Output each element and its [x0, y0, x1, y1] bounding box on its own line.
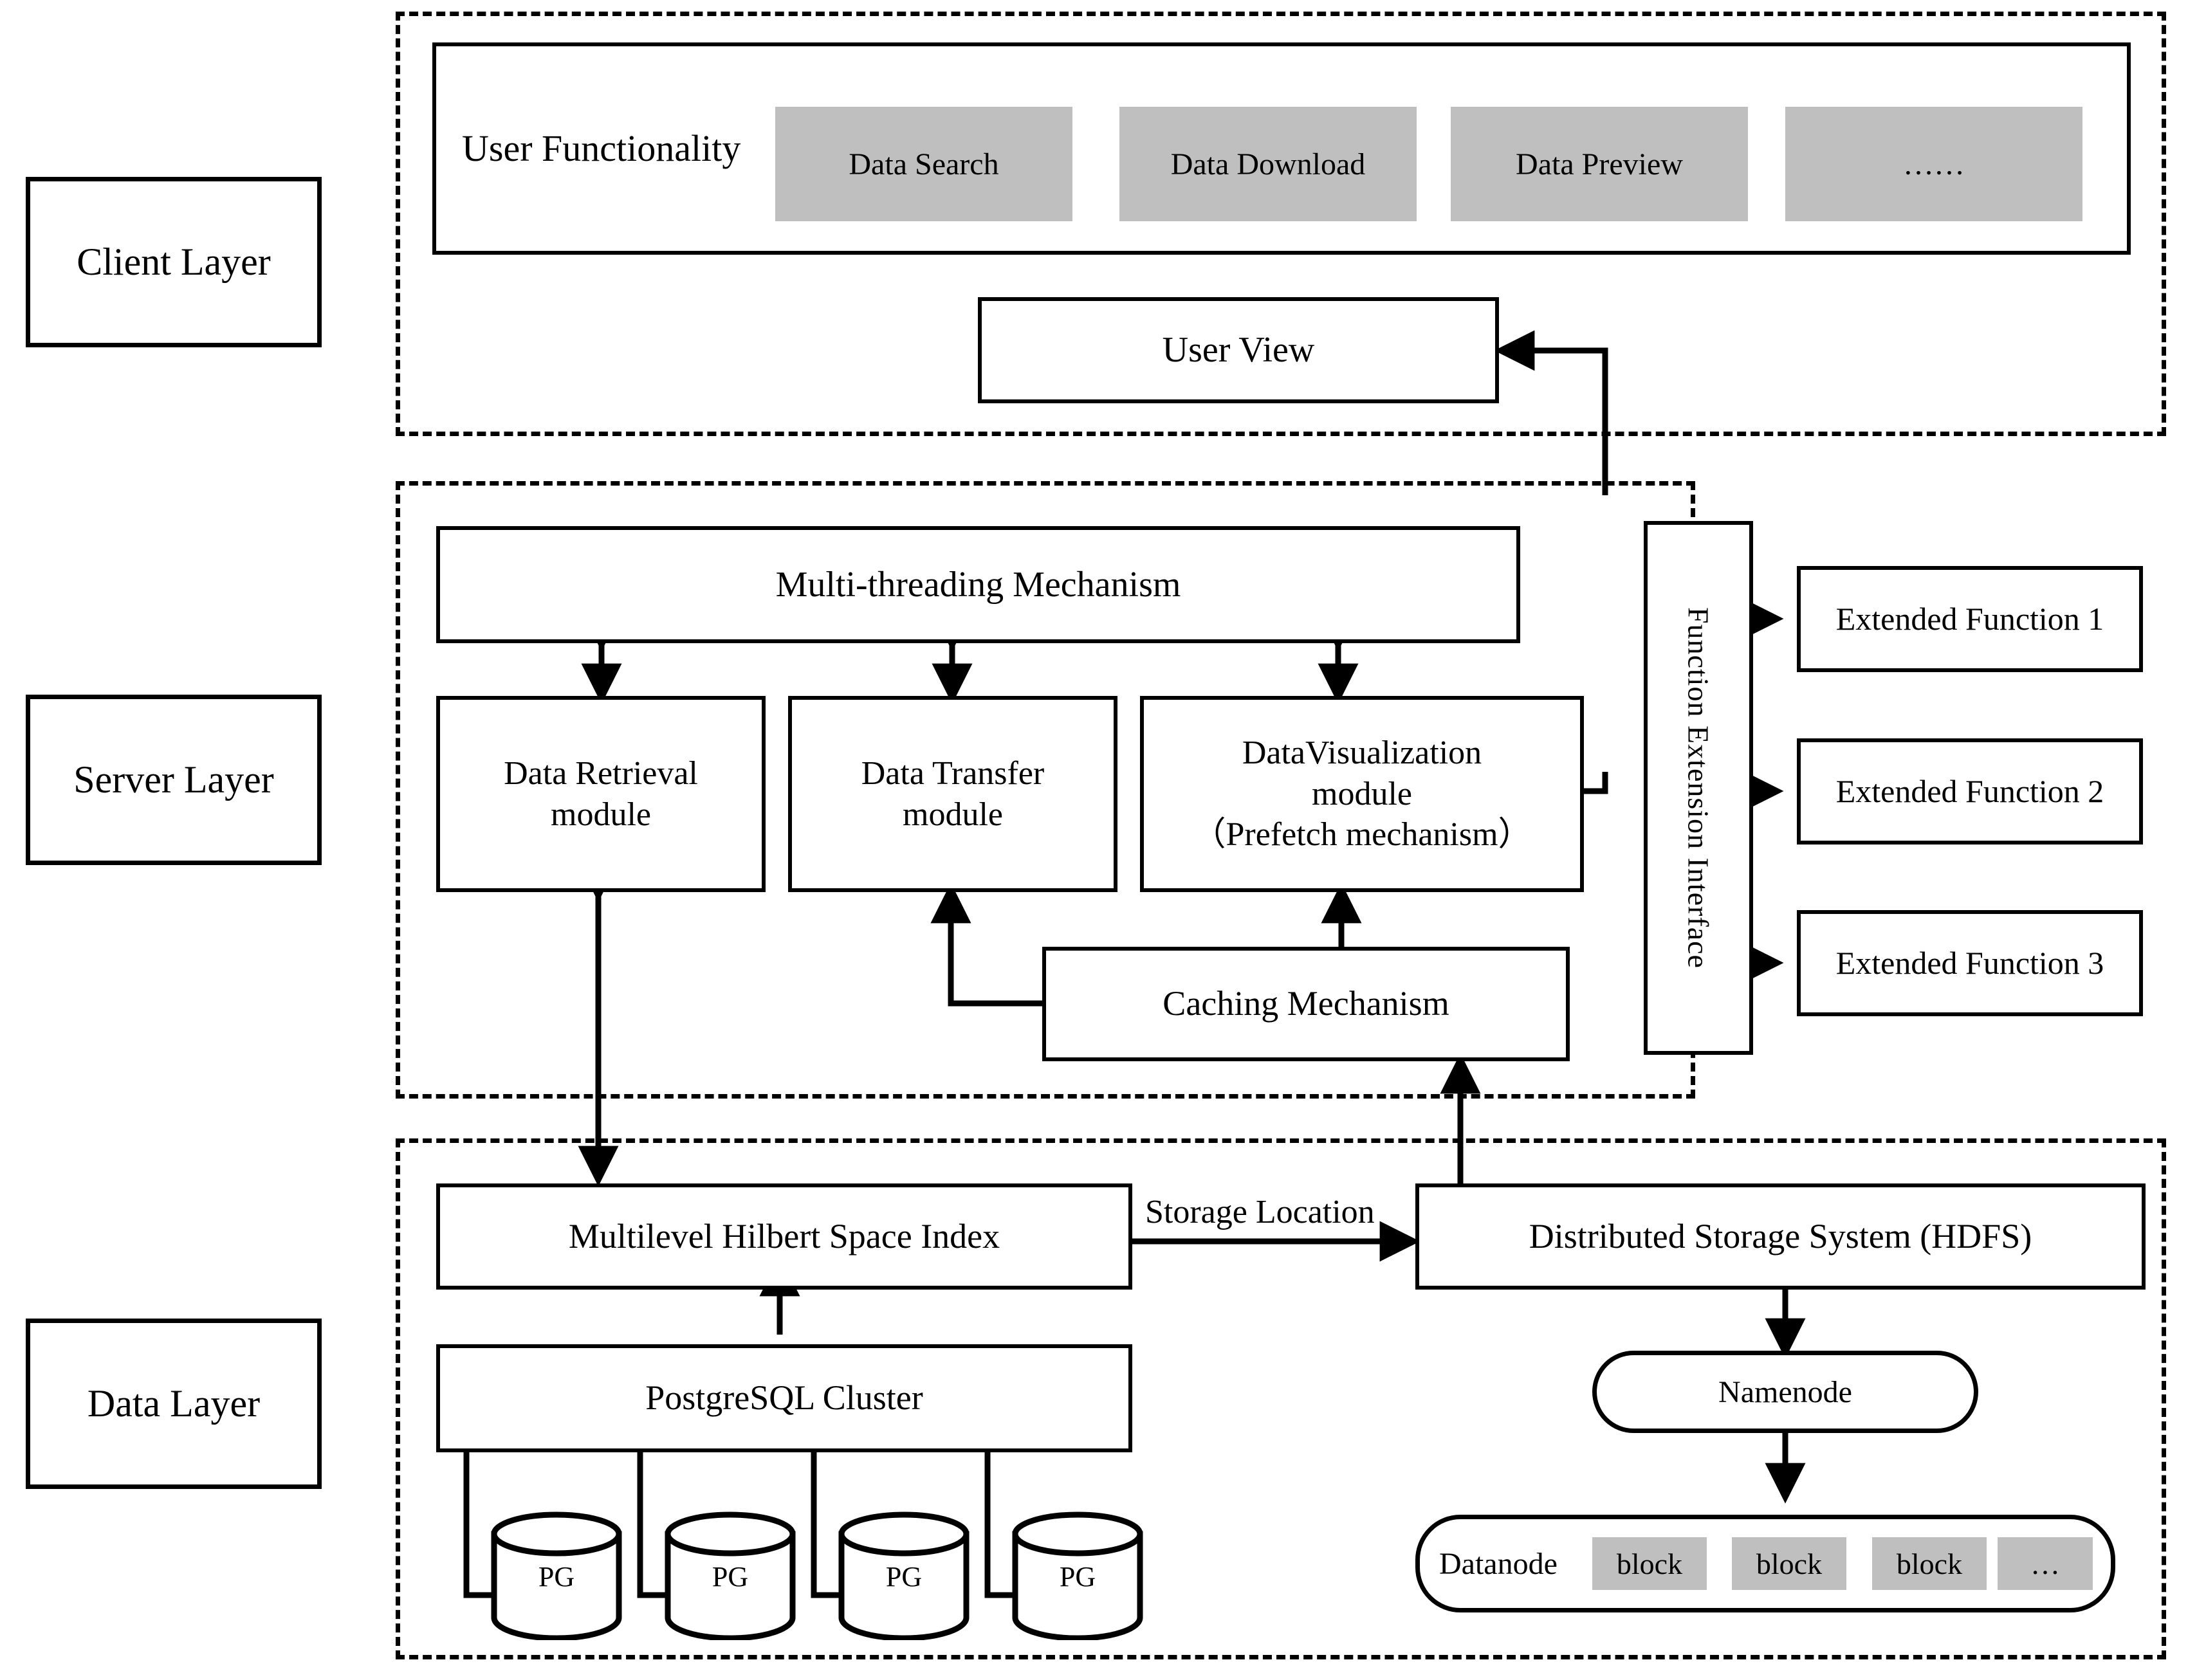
data-visualization-module-box: DataVisualization module （Prefetch mecha… — [1140, 696, 1584, 892]
data-layer-container — [396, 1138, 2166, 1659]
caching-mechanism-box: Caching Mechanism — [1042, 947, 1570, 1061]
pg-node-label: PG — [712, 1561, 749, 1593]
data-retrieval-module-line2: module — [551, 796, 651, 833]
layer-label-client: Client Layer — [26, 177, 322, 347]
hilbert-index-box: Multilevel Hilbert Space Index — [436, 1183, 1132, 1290]
user-view-label: User View — [1162, 330, 1315, 370]
datanode-block-more: … — [1998, 1537, 2093, 1590]
data-retrieval-module-line1: Data Retrieval — [504, 755, 698, 792]
layer-label-data-text: Data Layer — [87, 1382, 261, 1425]
extended-function-3-label: Extended Function 3 — [1835, 945, 2104, 981]
datanode-block-label: block — [1896, 1547, 1963, 1580]
postgres-cluster-label: PostgreSQL Cluster — [645, 1378, 923, 1418]
extended-function-3-box: Extended Function 3 — [1797, 910, 2143, 1016]
layer-label-server-text: Server Layer — [73, 758, 274, 801]
layer-label-server: Server Layer — [26, 695, 322, 865]
function-tile-label: Data Download — [1170, 147, 1366, 181]
data-visualization-module-line1: DataVisualization — [1242, 735, 1482, 772]
datanode-block-label: block — [1756, 1547, 1823, 1580]
hilbert-index-label: Multilevel Hilbert Space Index — [568, 1216, 1000, 1255]
function-tile-label: Data Preview — [1516, 147, 1683, 181]
pg-node-1: PG — [489, 1511, 624, 1640]
extended-function-1-label: Extended Function 1 — [1835, 601, 2104, 637]
data-retrieval-module-box: Data Retrieval module — [436, 696, 766, 892]
hdfs-label: Distributed Storage System (HDFS) — [1529, 1216, 2032, 1255]
pg-node-2: PG — [663, 1511, 798, 1640]
data-visualization-module-line2: module — [1312, 775, 1412, 812]
function-extension-interface-box: Function Extension Interface — [1644, 521, 1753, 1055]
function-extension-interface-label: Function Extension Interface — [1682, 607, 1715, 969]
caching-mechanism-label: Caching Mechanism — [1163, 984, 1449, 1023]
pg-node-3: PG — [836, 1511, 971, 1640]
namenode-box: Namenode — [1592, 1351, 1978, 1433]
function-tile-data-download[interactable]: Data Download — [1119, 107, 1417, 221]
multi-threading-label: Multi-threading Mechanism — [775, 564, 1181, 605]
extended-function-1-box: Extended Function 1 — [1797, 566, 2143, 672]
data-transfer-module-line2: module — [903, 796, 1003, 833]
datanode-block-label: block — [1616, 1547, 1683, 1580]
function-tile-more[interactable]: …… — [1785, 107, 2082, 221]
datanode-label: Datanode — [1439, 1546, 1558, 1581]
user-view-box[interactable]: User View — [978, 297, 1499, 403]
storage-location-label: Storage Location — [1145, 1194, 1375, 1230]
datanode-block-2: block — [1732, 1537, 1846, 1590]
pg-node-4: PG — [1010, 1511, 1145, 1640]
datanode-block-3: block — [1872, 1537, 1987, 1590]
function-tile-data-search[interactable]: Data Search — [775, 107, 1072, 221]
client-layer-container — [396, 12, 2166, 436]
pg-node-label: PG — [885, 1561, 923, 1593]
function-tile-label: Data Search — [849, 147, 999, 181]
layer-label-client-text: Client Layer — [77, 241, 271, 283]
datanode-block-1: block — [1592, 1537, 1707, 1590]
datanode-block-label: … — [2030, 1547, 2060, 1580]
function-tile-data-preview[interactable]: Data Preview — [1451, 107, 1748, 221]
pg-node-label: PG — [1059, 1561, 1096, 1593]
postgres-cluster-box: PostgreSQL Cluster — [436, 1344, 1132, 1452]
function-tile-label: …… — [1903, 147, 1965, 181]
extended-function-2-label: Extended Function 2 — [1835, 773, 2104, 809]
data-transfer-module-line1: Data Transfer — [861, 755, 1045, 792]
pg-node-label: PG — [538, 1561, 575, 1593]
multi-threading-mechanism-box: Multi-threading Mechanism — [436, 526, 1520, 643]
namenode-label: Namenode — [1718, 1374, 1852, 1409]
hdfs-box: Distributed Storage System (HDFS) — [1415, 1183, 2146, 1290]
data-visualization-module-line3: （Prefetch mechanism） — [1192, 816, 1532, 854]
user-functionality-label: User Functionality — [462, 127, 741, 169]
extended-function-2-box: Extended Function 2 — [1797, 738, 2143, 845]
data-transfer-module-box: Data Transfer module — [788, 696, 1117, 892]
layer-label-data: Data Layer — [26, 1319, 322, 1489]
